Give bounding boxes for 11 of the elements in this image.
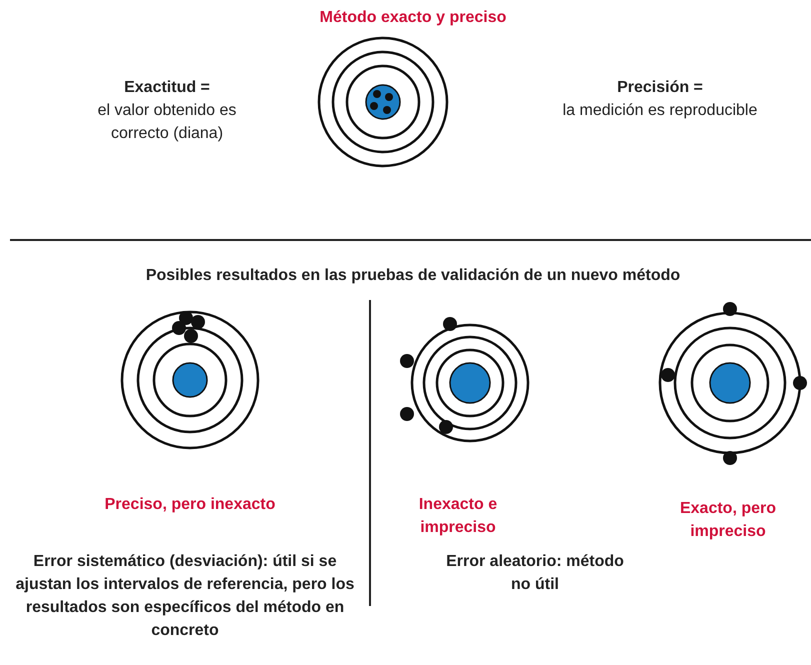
definition-text: el valor obtenido es correcto (diana) — [96, 101, 238, 144]
term-label: Precisión = — [616, 78, 704, 98]
result-label: Exacto, pero impreciso — [678, 499, 778, 542]
explanation-text: Error aleatorio: método no útil — [445, 552, 625, 595]
result-label: Preciso, pero inexacto — [104, 495, 276, 515]
section-heading: Posibles resultados en las pruebas de validación de un nuevo método — [144, 266, 682, 286]
term-label: Exactitud = — [123, 78, 211, 98]
heading: Método exacto y preciso — [318, 8, 508, 28]
explanation-text: Error sistemático (desviación): útil si se ajustan los intervalos de referencia, pero los resultados son específicos del método en concreto — [14, 552, 356, 641]
definition-text: la medición es reproducible — [562, 101, 758, 121]
result-label: Inexacto e impreciso — [418, 495, 498, 538]
